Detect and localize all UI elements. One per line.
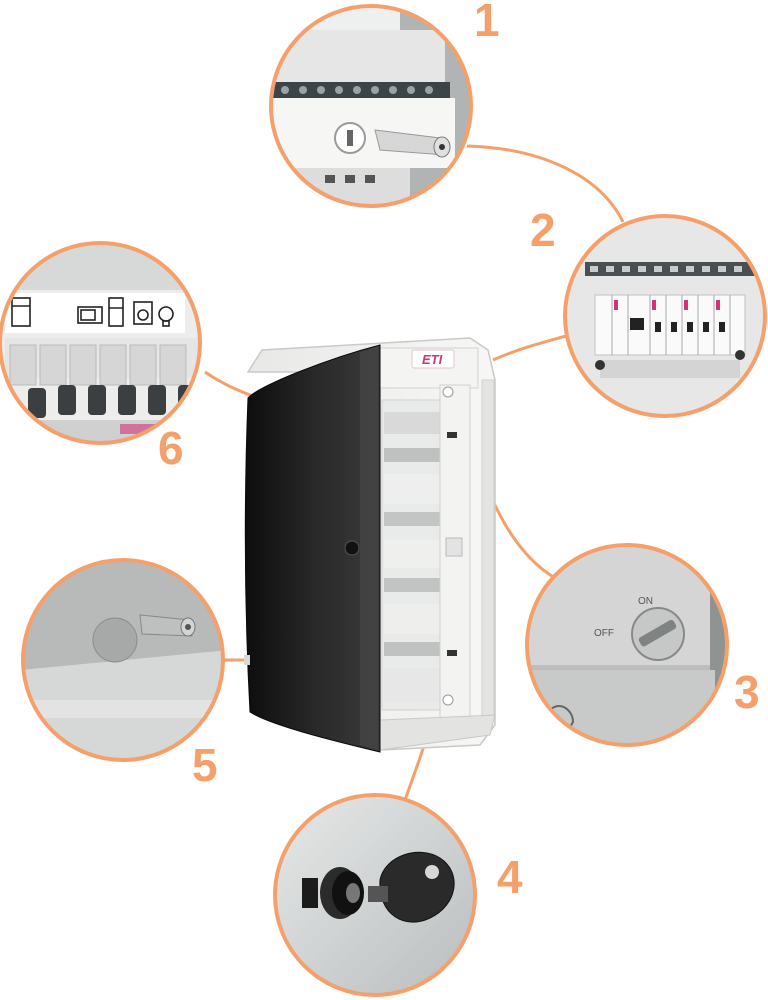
detail-1-terminal-block: [269, 4, 473, 208]
connector-line-2: [466, 144, 625, 223]
eti-logo-badge: [411, 349, 455, 369]
door-reflection: [360, 346, 378, 750]
fridge-icon: [108, 297, 124, 327]
frame-screw-bottom: [442, 694, 454, 706]
callout-number-2: 2: [530, 204, 556, 256]
callout-number-6: 6: [158, 422, 184, 474]
stove-icon: [11, 297, 31, 327]
frame-window: [445, 537, 463, 557]
callout-number-3: 3: [734, 666, 760, 718]
door-knob: [344, 540, 360, 556]
microwave-icon: [77, 306, 103, 324]
detail-5-mounting-point: [21, 558, 225, 762]
appliance-icons: [11, 297, 174, 327]
light-bulb-icon: [158, 306, 174, 327]
callout-number-4: 4: [497, 851, 523, 903]
smoked-door: [244, 344, 381, 753]
callout-number-1: 1: [474, 0, 500, 46]
frame-screw-top: [442, 386, 454, 398]
washing-machine-icon: [133, 301, 153, 325]
eti-logo: ETI: [422, 352, 443, 367]
door-hinge-bottom: [244, 655, 250, 665]
connector-line-2b: [492, 334, 567, 362]
switch-off-label: OFF: [594, 628, 614, 639]
callout-number-5: 5: [192, 739, 218, 791]
detail-2-installed-breakers: [563, 214, 767, 418]
detail-6-circuit-labels: [0, 241, 202, 445]
frame-clips: [447, 432, 457, 656]
detail-3-lock-switch: ON OFF: [525, 543, 729, 747]
switch-on-label: ON: [638, 596, 653, 607]
housing-right-rail: [481, 379, 495, 721]
key-icon: [368, 851, 455, 923]
lock-cylinder-icon: [302, 867, 364, 919]
distribution-box: ETI: [244, 337, 496, 753]
detail-4-lock-and-key: [273, 793, 477, 997]
